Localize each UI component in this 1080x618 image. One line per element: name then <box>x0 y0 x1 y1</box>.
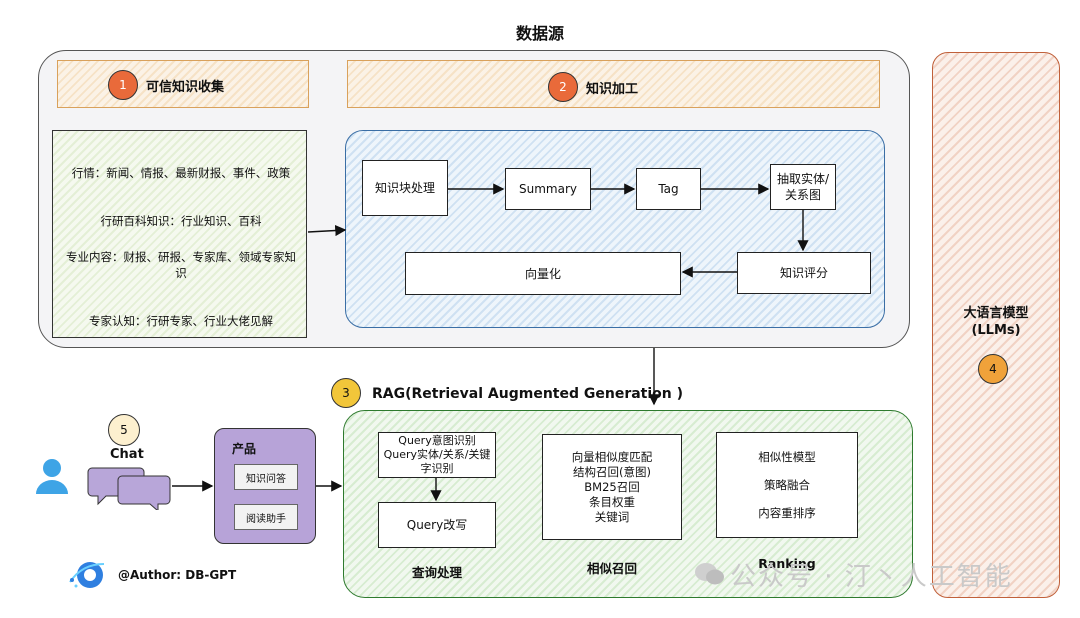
query-section-label: 查询处理 <box>411 565 462 580</box>
llm-number: 4 <box>978 354 1008 384</box>
chat-bubbles-icon <box>87 467 171 510</box>
query-intent-box: Query意图识别 Query实体/关系/关键字识别 <box>378 432 496 478</box>
stage2-label: 知识加工 <box>586 82 639 97</box>
ranking-box: 相似性模型 策略融合 内容重排序 <box>716 432 858 538</box>
stage1-bar <box>57 60 309 108</box>
diagram-title: 数据源 <box>515 24 564 43</box>
extract-entity-box: 抽取实体/关系图 <box>770 164 836 210</box>
rag-number: 3 <box>331 378 361 408</box>
rag-title: RAG(Retrieval Augmented Generation ) <box>372 386 684 402</box>
vectorize-box: 向量化 <box>405 252 681 295</box>
source-item-expert: 专家认知：行研专家、行业大佬见解 <box>89 314 273 328</box>
chunk-processing-box: 知识块处理 <box>362 160 448 216</box>
query-rewrite-box: Query改写 <box>378 502 496 548</box>
llm-label-line1: 大语言模型 <box>963 306 1029 321</box>
user-icon <box>36 459 68 494</box>
stage1-label: 可信知识收集 <box>146 80 225 95</box>
product-title: 产品 <box>232 442 257 456</box>
db-gpt-logo-icon <box>69 562 105 588</box>
ranking-item: 内容重排序 <box>758 506 816 520</box>
product-qa-item: 知识问答 <box>234 464 298 490</box>
stage1-number: 1 <box>108 70 138 100</box>
llm-panel <box>932 52 1060 598</box>
product-reading-item: 阅读助手 <box>234 504 298 530</box>
ranking-item: 相似性模型 <box>758 450 816 464</box>
tag-box: Tag <box>636 168 701 210</box>
author-label: @Author: DB-GPT <box>118 568 237 582</box>
ranking-section-label: Ranking <box>758 556 816 571</box>
watermark-text: 公众号 · 汀丶人工智能 <box>730 562 1013 592</box>
recall-box: 向量相似度匹配 结构召回(意图) BM25召回 条目权重 关键词 <box>542 434 682 540</box>
llm-label: 大语言模型 (LLMs) <box>932 305 1060 339</box>
stage2-bar <box>347 60 880 108</box>
source-item-encyclopedia: 行研百科知识：行业知识、百科 <box>100 214 262 228</box>
recall-item: 关键词 <box>594 509 630 524</box>
knowledge-score-box: 知识评分 <box>737 252 871 294</box>
source-list-box: 行情：新闻、情报、最新财报、事件、政策 行研百科知识：行业知识、百科 专业内容：… <box>52 130 307 338</box>
chat-label: Chat <box>110 447 144 462</box>
recall-item: BM25召回 <box>584 479 640 494</box>
llm-label-line2: (LLMs) <box>971 323 1021 338</box>
source-item-professional: 专业内容：财报、研报、专家库、领域专家知识 <box>66 250 296 280</box>
arrow-source-to-processing <box>307 224 347 237</box>
stage2-number: 2 <box>548 72 578 102</box>
summary-box: Summary <box>505 168 591 210</box>
recall-item: 条目权重 <box>589 494 635 509</box>
source-item-market: 行情：新闻、情报、最新财报、事件、政策 <box>71 166 291 180</box>
recall-item: 向量相似度匹配 <box>571 449 653 464</box>
ranking-item: 策略融合 <box>764 478 810 492</box>
wechat-icon <box>695 563 724 585</box>
recall-section-label: 相似召回 <box>586 561 637 576</box>
recall-item: 结构召回(意图) <box>573 464 651 479</box>
chat-number: 5 <box>108 414 140 446</box>
